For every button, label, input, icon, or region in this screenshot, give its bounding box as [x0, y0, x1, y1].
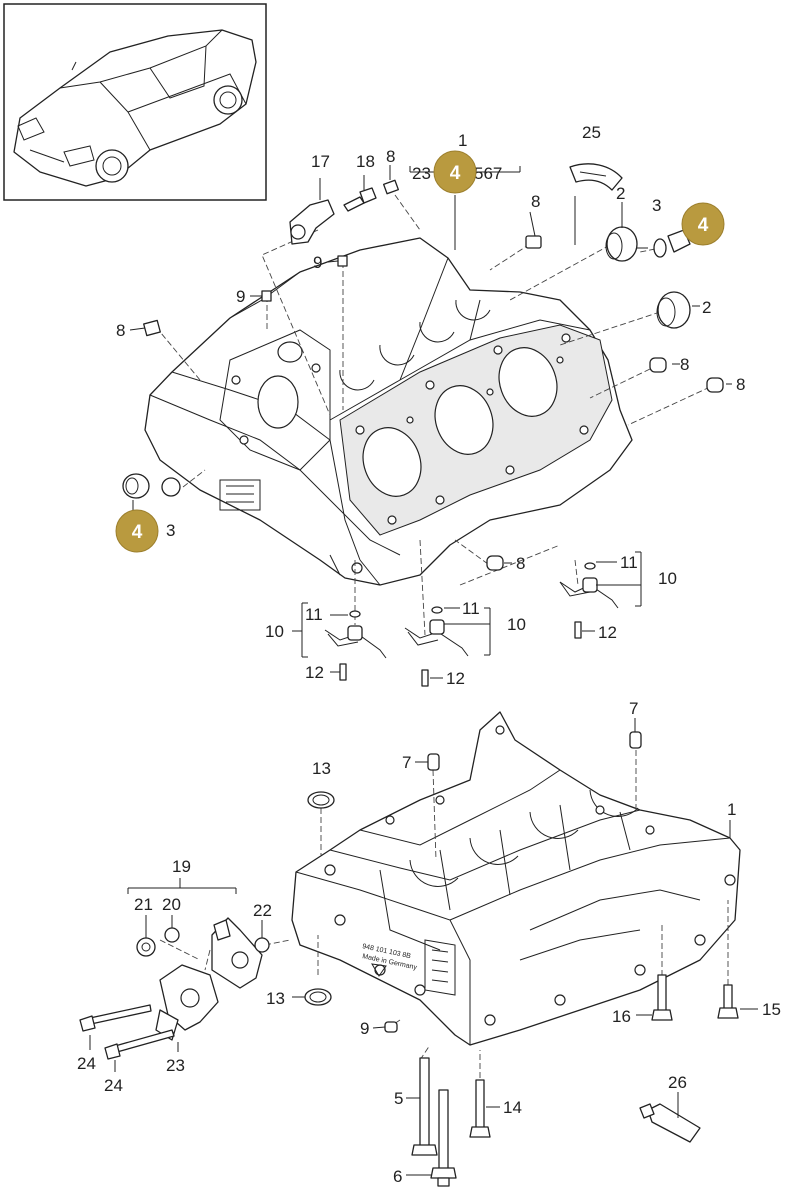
label-14: 14	[503, 1098, 522, 1117]
callout-badge-top[interactable]: 4	[433, 150, 477, 194]
dowel-8-d[interactable]	[649, 357, 667, 373]
oil-spray-nozzle-middle[interactable]	[404, 606, 469, 687]
solenoid-valve-19[interactable]	[211, 917, 263, 989]
label-7-b: 7	[402, 753, 411, 772]
label-17: 17	[311, 152, 330, 171]
label-13-b: 13	[266, 989, 285, 1008]
dowel-8-b[interactable]	[525, 235, 542, 249]
label-2-a: 2	[616, 184, 625, 203]
label-2-b: 2	[702, 298, 711, 317]
label-9-c: 9	[360, 1019, 369, 1038]
label-9-a: 9	[313, 253, 322, 272]
label-24-a: 24	[77, 1054, 96, 1073]
svg-text:4: 4	[698, 215, 709, 236]
label-15: 15	[762, 1000, 781, 1019]
label-8-d: 8	[680, 355, 689, 374]
label-tick-lines	[89, 160, 758, 1176]
vehicle-thumbnail[interactable]	[3, 3, 267, 201]
oil-spray-nozzle-left[interactable]	[324, 610, 387, 681]
label-1-top: 1	[458, 131, 467, 150]
label-10-a: 10	[658, 569, 677, 588]
dowel-8-e[interactable]	[706, 377, 724, 393]
label-20: 20	[162, 895, 181, 914]
bolt-16[interactable]	[651, 974, 673, 1021]
o-ring-13-b[interactable]	[304, 988, 332, 1006]
label-7-a: 7	[629, 699, 638, 718]
sealant-tube-26[interactable]	[639, 1092, 701, 1143]
label-26: 26	[668, 1073, 687, 1092]
bolt-24-a[interactable]	[79, 1004, 152, 1032]
label-25: 25	[582, 123, 601, 142]
crankcase-upper-half[interactable]	[144, 237, 633, 586]
seal-20[interactable]	[164, 927, 180, 943]
label-18: 18	[356, 152, 375, 171]
label-11-a: 11	[620, 553, 638, 572]
label-1-bottom: 1	[727, 800, 736, 819]
seal-plug-2-b[interactable]	[656, 291, 691, 329]
label-8-f: 8	[516, 554, 525, 573]
seal-plug-2-a[interactable]	[605, 226, 638, 262]
label-22: 22	[253, 901, 272, 920]
seal-22[interactable]	[254, 937, 270, 953]
o-ring-3-b[interactable]	[161, 477, 181, 497]
label-12-a: 12	[598, 623, 617, 642]
dowel-7-b[interactable]	[427, 753, 440, 771]
label-13-a: 13	[312, 759, 331, 778]
label-8-a: 8	[386, 147, 395, 166]
dowel-8-f[interactable]	[486, 555, 504, 571]
bolt-15[interactable]	[717, 984, 739, 1019]
crankcase-lower-half[interactable]: 948 101 103 8B Made in Germany	[291, 711, 741, 1046]
label-6: 6	[393, 1167, 402, 1186]
dowel-9-a[interactable]	[337, 255, 348, 267]
label-9-b: 9	[236, 287, 245, 306]
label-10-b: 10	[507, 615, 526, 634]
svg-text:4: 4	[132, 522, 143, 543]
label-1-seq: 23	[412, 164, 431, 183]
label-8-c: 8	[116, 321, 125, 340]
label-21: 21	[134, 895, 153, 914]
o-ring-3-a[interactable]	[653, 238, 667, 258]
label-23: 23	[166, 1056, 185, 1075]
o-ring-13-a[interactable]	[307, 791, 335, 809]
knock-sensor-bolt[interactable]	[343, 187, 377, 212]
label-10-c: 10	[265, 622, 284, 641]
callout-badge-left[interactable]: 4	[115, 509, 159, 553]
dowel-9-c[interactable]	[384, 1021, 398, 1033]
label-12-c: 12	[305, 663, 324, 682]
oil-spray-nozzle-right[interactable]	[559, 562, 619, 639]
dowel-9-b[interactable]	[261, 290, 272, 302]
label-3-b: 3	[166, 521, 175, 540]
bolt-6[interactable]	[430, 1089, 457, 1187]
callout-labels: 1 23 567 25 17 18 8 8 2 3 9 9 8 2 8 8 3 …	[77, 123, 781, 1186]
label-11-c: 11	[305, 605, 323, 624]
svg-text:4: 4	[450, 163, 461, 184]
plug-21[interactable]	[136, 937, 156, 957]
valve-body-23[interactable]	[155, 964, 219, 1041]
label-5: 5	[394, 1089, 403, 1108]
bolt-14[interactable]	[469, 1079, 491, 1138]
dowel-8-c[interactable]	[143, 319, 161, 337]
dowel-8-a[interactable]	[383, 179, 399, 195]
dowel-7-a[interactable]	[629, 731, 642, 749]
bolt-5[interactable]	[411, 1057, 438, 1156]
plug-4-left[interactable]	[122, 473, 150, 499]
bolt-24-b[interactable]	[104, 1029, 175, 1060]
knock-sensor[interactable]	[289, 178, 335, 245]
label-24-b: 24	[104, 1076, 123, 1095]
callout-badge-right[interactable]: 4	[681, 202, 725, 246]
label-8-e: 8	[736, 375, 745, 394]
label-1-seq2: 567	[474, 164, 502, 183]
brackets-group-10	[301, 551, 642, 658]
label-19: 19	[172, 857, 191, 876]
label-12-b: 12	[446, 669, 465, 688]
plug-4-right[interactable]	[667, 229, 691, 253]
label-16: 16	[612, 1007, 631, 1026]
bearing-shell-25[interactable]	[569, 163, 623, 191]
label-8-b: 8	[531, 192, 540, 211]
label-11-b: 11	[462, 599, 480, 618]
label-3-a: 3	[652, 196, 661, 215]
